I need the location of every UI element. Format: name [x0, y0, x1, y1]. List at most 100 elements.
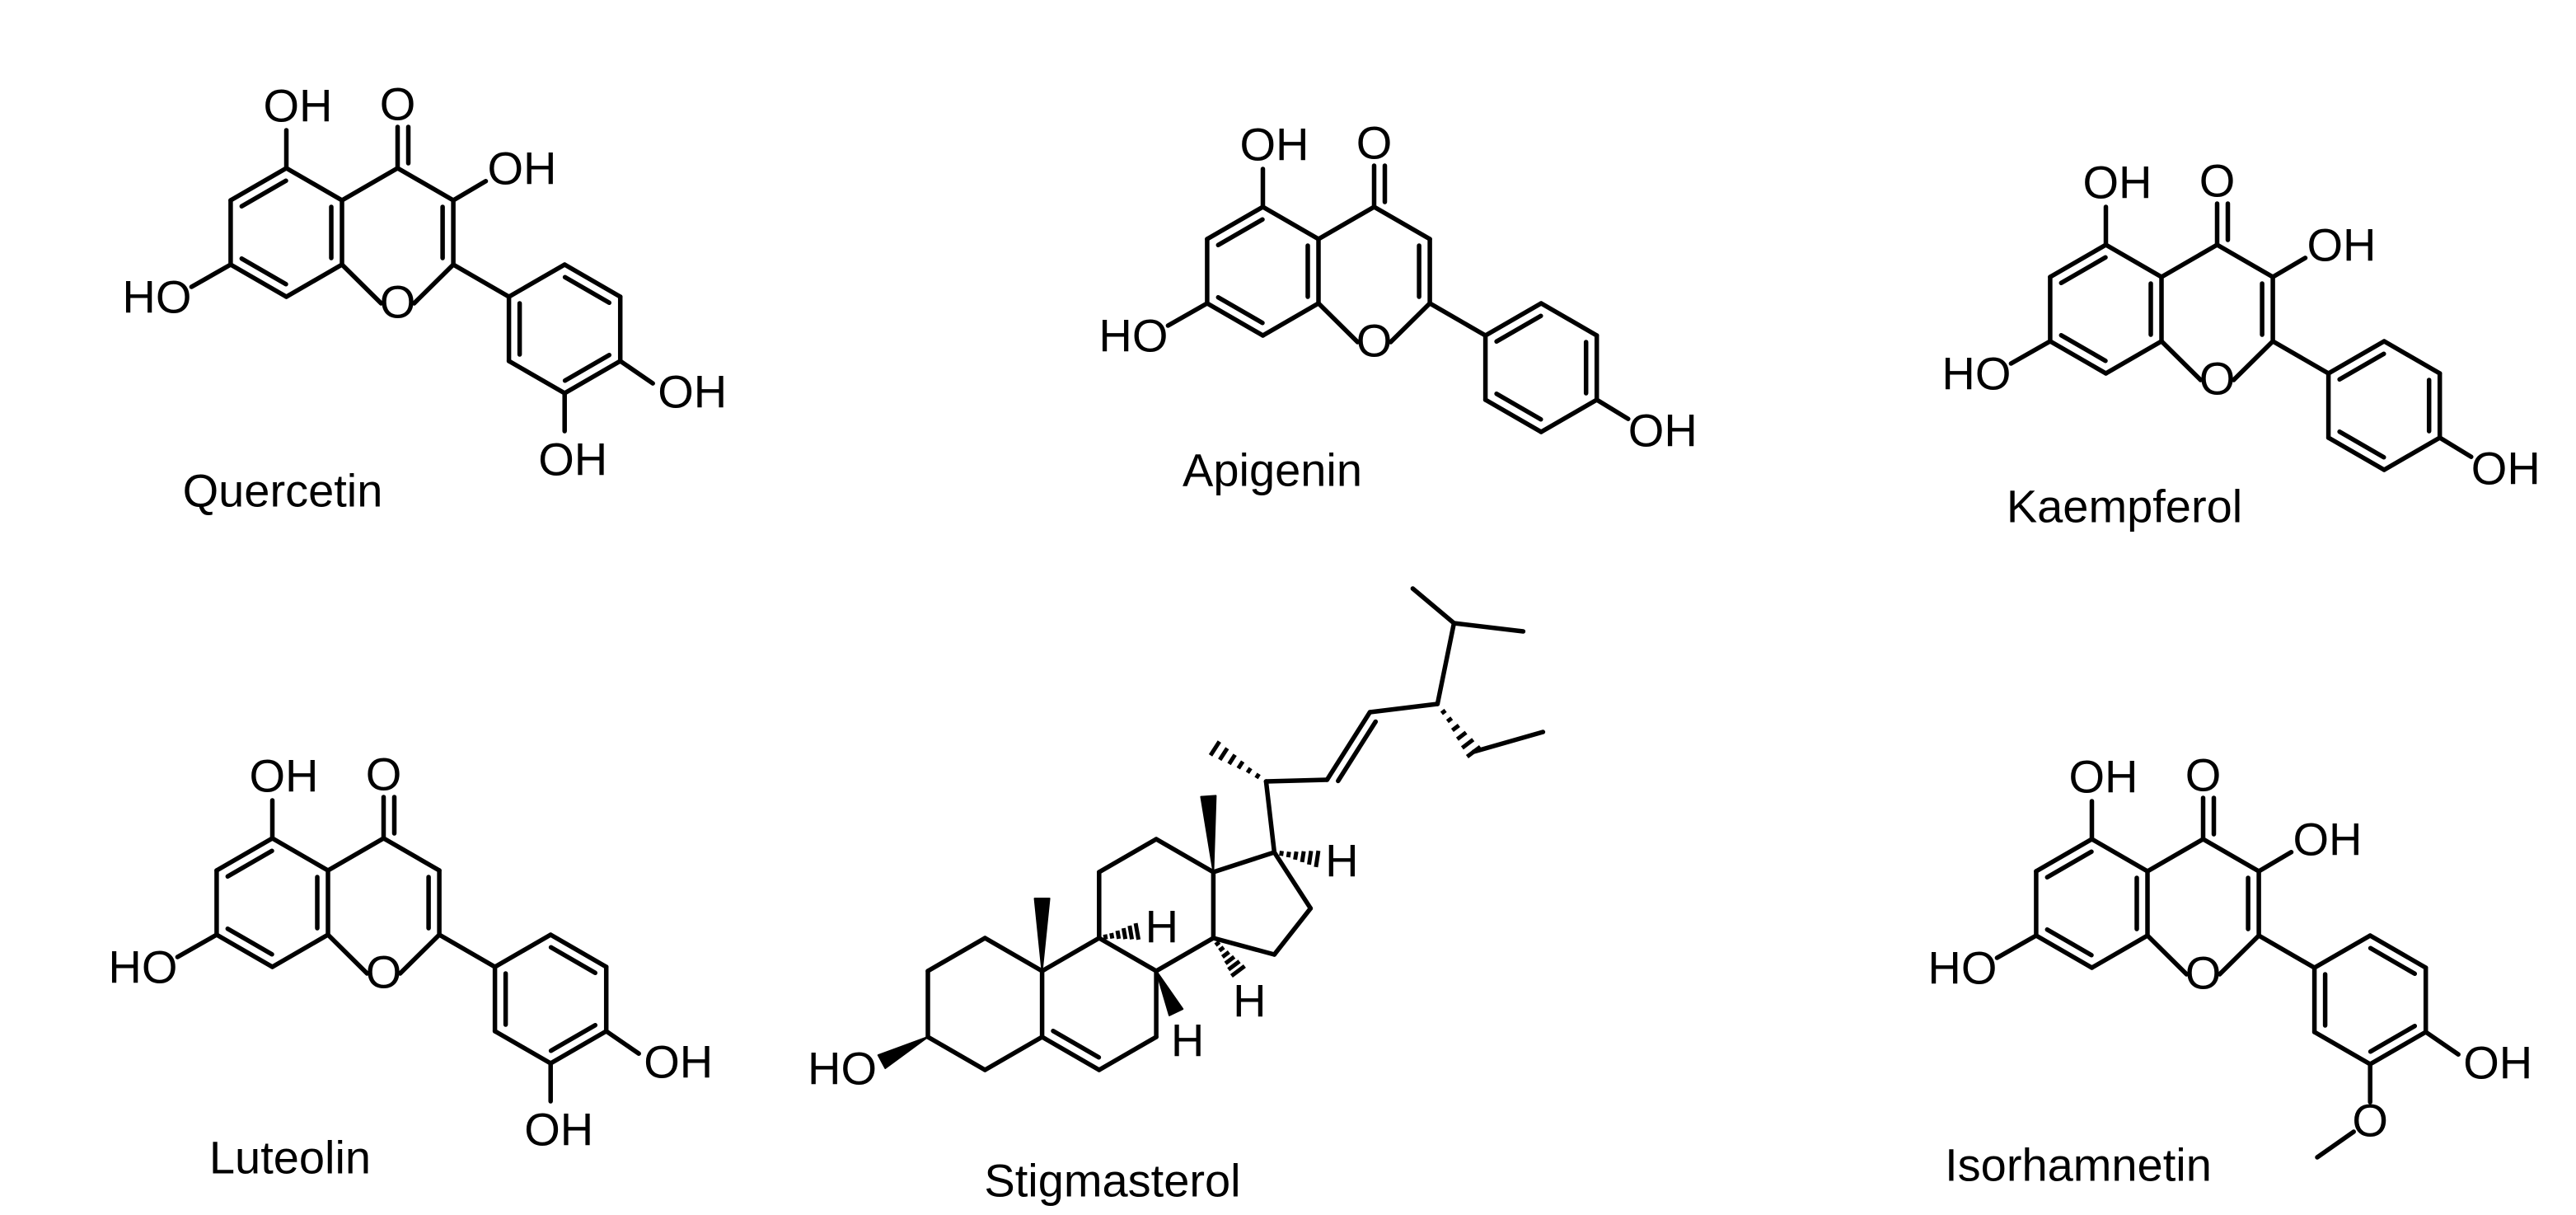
methyl-26-bond [1410, 586, 1457, 626]
hydroxyl-5-label: OH [1240, 119, 1309, 171]
bond-line [1211, 936, 1277, 957]
bond-line [2325, 435, 2386, 472]
hydroxyl-4p-label: OH [658, 366, 727, 418]
hydroxyl-4p-label: OH [2471, 443, 2541, 495]
double-bond-inner-line [2058, 255, 2108, 286]
double-bond-inner-line [1336, 719, 1379, 784]
bond-line [506, 262, 567, 299]
ring-oxygen-label: O [1356, 315, 1393, 367]
bond-line [175, 932, 219, 959]
double-bond-inner-line [1215, 294, 1265, 326]
hydroxyl-4p-label: OH [1628, 405, 1698, 457]
bond-line [269, 932, 330, 969]
hash-stroke [1127, 925, 1135, 940]
hash-stroke [1307, 851, 1314, 866]
bond-line [2437, 435, 2474, 459]
bond-line [228, 166, 289, 203]
double-bond-inner-line [1051, 1028, 1102, 1060]
bond-line [1435, 621, 1457, 706]
bond-line [603, 1029, 641, 1056]
hydroxyl-5-label: OH [2083, 157, 2152, 209]
double-bond-inner-line [562, 352, 612, 383]
bond-line [2145, 933, 2190, 977]
bond-line [1211, 850, 1277, 875]
double-bond-inner-line [2044, 926, 2094, 958]
bond-line [2034, 933, 2095, 970]
double-bond-inner-line [2058, 332, 2108, 364]
bond-line [326, 836, 386, 873]
double-bond-inner-line [548, 1022, 598, 1053]
bond-line [451, 179, 489, 203]
bond-line [269, 836, 330, 873]
double-bond-inner-line [1215, 217, 1265, 248]
hash-stroke [1103, 934, 1108, 941]
h17-hashed-bond [1279, 850, 1321, 868]
carbonyl-oxygen-label: O [380, 78, 416, 130]
h14-hashed-bond [1214, 940, 1246, 978]
bond-line [1263, 777, 1330, 784]
kaempferol-name: Kaempferol [2007, 481, 2242, 532]
bond-line [437, 932, 498, 969]
hydroxyl-5-label: OH [264, 80, 333, 132]
hydroxyl-3-label: HO [808, 1043, 877, 1095]
bond-line [548, 932, 609, 969]
bond-line [340, 166, 400, 203]
bond-line [982, 936, 1045, 973]
hash-stroke [1229, 964, 1246, 978]
stigmasterol-name: Stigmasterol [984, 1155, 1240, 1207]
bond-line [2217, 933, 2261, 977]
bond-line [2325, 339, 2386, 376]
bond-line [1539, 301, 1599, 338]
hydroxyl-5-label: OH [250, 750, 319, 802]
hash-stroke [1208, 740, 1221, 757]
ring-oxygen-label: O [366, 946, 402, 998]
hydroxyl-4p-label: OH [644, 1036, 713, 1088]
hash-stroke [1214, 940, 1221, 947]
luteolin-name: Luteolin [209, 1132, 371, 1184]
bond-line [2048, 339, 2109, 376]
bond-line [2256, 933, 2317, 970]
bond-line [2159, 339, 2204, 382]
hydroxyl-3p-label: OH [524, 1104, 593, 1156]
hash-stroke [1133, 922, 1141, 941]
bond-line [2089, 837, 2150, 874]
bond-line [925, 936, 988, 973]
bond-line [1165, 301, 1210, 328]
h17-label: H [1325, 835, 1358, 887]
hydroxyl-3-label: OH [488, 142, 557, 194]
hydroxyl-5-label: OH [2069, 751, 2138, 803]
hydroxyl-7-label: HO [108, 941, 177, 993]
bond-line [2159, 242, 2220, 279]
bond-line [214, 836, 275, 873]
bond-line [2103, 242, 2164, 279]
bond-line [1427, 301, 1488, 338]
hash-stroke [1218, 747, 1229, 762]
ethyl-bond [1471, 729, 1546, 754]
bond-line [1482, 397, 1543, 434]
bond-line [982, 1034, 1045, 1072]
bond-line [1994, 933, 2039, 960]
double-bond-inner-line [1494, 391, 1543, 422]
hydroxyl-3-label: OH [2293, 813, 2363, 865]
hash-stroke [1450, 724, 1460, 732]
double-bond-inner-line [1494, 313, 1543, 345]
bond-line [1097, 936, 1159, 973]
bond-line [1260, 301, 1321, 338]
hash-stroke [1220, 950, 1230, 959]
bond-line [1260, 204, 1321, 242]
double-bond-inner-line [2044, 849, 2094, 880]
double-bond-inner-line [2337, 429, 2386, 460]
hash-stroke [1254, 772, 1261, 780]
double-bond-inner-line [225, 848, 274, 880]
bond-line [1263, 779, 1277, 855]
double-bond-inner-line [225, 926, 274, 957]
bond-line [2311, 933, 2372, 970]
bond-line [2368, 933, 2428, 970]
hash-stroke [1440, 708, 1447, 715]
bond-line [1316, 301, 1361, 345]
apigenin-name: Apigenin [1183, 444, 1362, 496]
